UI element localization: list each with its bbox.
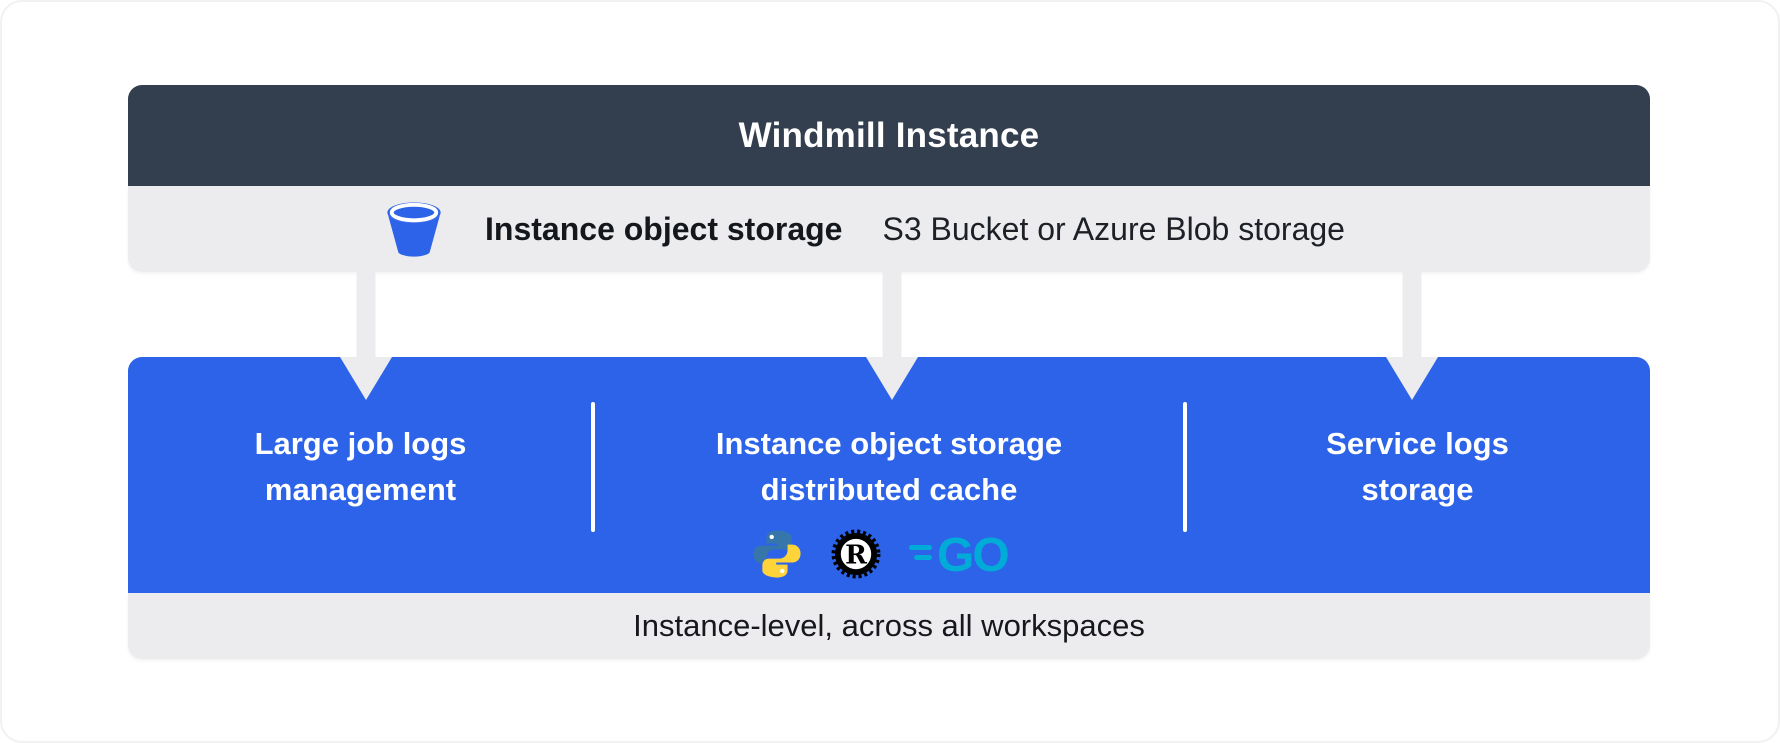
feature-large-job-logs: Large job logs management bbox=[128, 357, 593, 593]
arrow-down-icon bbox=[1386, 272, 1438, 400]
feature-label-line: Instance object storage bbox=[715, 426, 1063, 461]
instance-object-storage-label: Instance object storage bbox=[485, 210, 843, 247]
python-logo-icon bbox=[753, 530, 801, 578]
arrow-down-icon bbox=[866, 272, 918, 400]
feature-label-line: distributed cache bbox=[760, 472, 1018, 507]
feature-label-line: management bbox=[264, 472, 457, 507]
feature-label-line: Service logs bbox=[1326, 426, 1509, 461]
instance-object-storage-bar: Instance object storage S3 Bucket or Azu… bbox=[128, 186, 1650, 272]
go-logo-letters: GO bbox=[937, 532, 1008, 576]
features-panel: Large job logs management Instance objec… bbox=[128, 357, 1650, 593]
footer-bar: Instance-level, across all workspaces bbox=[128, 593, 1650, 659]
windmill-instance-header: Windmill Instance bbox=[128, 85, 1650, 186]
go-logo-icon: GO bbox=[909, 532, 1010, 576]
windmill-architecture-diagram: Windmill Instance Instance object storag… bbox=[128, 85, 1650, 659]
rust-logo-icon: R bbox=[831, 529, 881, 579]
feature-label-line: storage bbox=[1361, 472, 1474, 507]
feature-service-logs: Service logs storage bbox=[1185, 357, 1650, 593]
feature-divider bbox=[591, 402, 595, 532]
rust-logo-letter: R bbox=[845, 539, 867, 570]
feature-distributed-cache: Instance object storage distributed cach… bbox=[593, 357, 1185, 593]
storage-provider-label: S3 Bucket or Azure Blob storage bbox=[882, 210, 1345, 247]
language-logos: R GO bbox=[751, 527, 1027, 581]
bucket-icon bbox=[387, 202, 441, 257]
feature-divider bbox=[1183, 402, 1187, 532]
arrow-down-icon bbox=[340, 272, 392, 400]
feature-label-line: Large job logs bbox=[254, 426, 467, 461]
windmill-instance-title: Windmill Instance bbox=[738, 115, 1040, 155]
footer-label: Instance-level, across all workspaces bbox=[633, 608, 1145, 643]
